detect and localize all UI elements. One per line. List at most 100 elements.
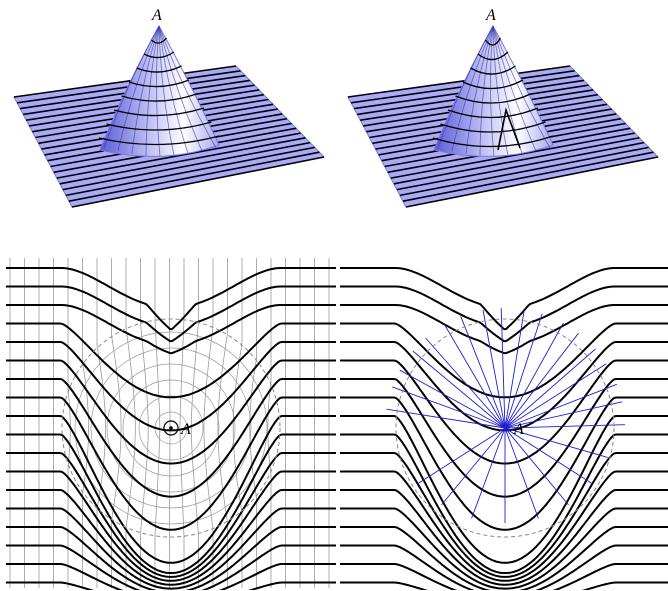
surface-contour [128, 79, 190, 88]
contour-line [340, 563, 668, 590]
blue-ray [425, 337, 506, 429]
blue-rays [386, 308, 626, 523]
surface-contour [402, 151, 654, 202]
grid-line [169, 258, 171, 588]
contour-line [6, 470, 336, 582]
contour-lines [6, 267, 336, 590]
contour-line [6, 526, 336, 590]
surface-ridge [117, 25, 160, 152]
contour-line [340, 267, 668, 331]
surface-contour [399, 146, 649, 197]
contour-line [6, 563, 336, 590]
blue-ray [500, 308, 506, 429]
surface-contour [98, 135, 220, 146]
surface-ridge [158, 25, 189, 154]
contour-line [6, 396, 336, 531]
contour-line [340, 359, 668, 465]
surface-ridge [437, 25, 494, 149]
dashed-boundary-circle [61, 318, 281, 538]
surface-panel-right: A [347, 7, 659, 208]
surface-ridge [145, 25, 160, 156]
blue-ray [471, 427, 506, 519]
contour-line [340, 285, 668, 343]
surface-contour [432, 135, 554, 148]
point-a-dot [169, 426, 173, 430]
blue-ray [504, 348, 596, 429]
contour-line [6, 285, 336, 343]
contour-line [6, 378, 336, 498]
surface-crease [497, 107, 521, 151]
contour-line [340, 544, 668, 590]
surface-contour [62, 141, 311, 191]
blue-ray [460, 316, 506, 429]
surface-contour [151, 37, 167, 44]
contour-line [340, 433, 668, 574]
surface-contour [71, 156, 325, 208]
blue-ray [392, 386, 506, 429]
surface-ridge [490, 25, 495, 157]
blue-ray [504, 332, 579, 429]
surface-contour [121, 93, 197, 102]
contour-line [6, 415, 336, 564]
grid-ring [106, 363, 236, 493]
surface-contour [462, 79, 524, 90]
dashed-boundary-circle [395, 318, 615, 538]
point-label-a: A [485, 7, 496, 24]
plan-panel-right [340, 267, 668, 590]
blue-ray [504, 427, 569, 506]
grid-ring [138, 395, 204, 461]
surface-contour [113, 107, 205, 117]
contour-line [6, 581, 336, 590]
surface-ridge [158, 25, 203, 152]
surface-contour [13, 65, 237, 98]
contour-line [340, 452, 668, 578]
point-label-a: A [513, 421, 524, 438]
blue-ray [399, 369, 506, 429]
blue-ray [504, 427, 539, 519]
surface-right [347, 24, 659, 208]
contour-line [340, 378, 668, 498]
contour-line [340, 526, 668, 590]
grid-ring [90, 347, 252, 509]
point-label-a: A [151, 7, 162, 24]
grid-line [140, 258, 149, 588]
surface-contour [447, 107, 539, 119]
surface-contour [59, 137, 306, 185]
contour-line [340, 304, 668, 355]
surface-cone [99, 24, 220, 157]
point-a-ring [163, 420, 179, 436]
surface-contour [347, 65, 571, 98]
blue-ray [441, 427, 506, 506]
contour-line [6, 544, 336, 590]
contour-line [6, 322, 336, 399]
surface-ridge [492, 25, 551, 149]
surface-ridge [451, 25, 494, 152]
blue-ray [504, 313, 543, 429]
surface-contour [68, 151, 320, 202]
surface-contour [393, 137, 640, 185]
surface-ridge [131, 25, 160, 154]
blue-ray [504, 309, 525, 429]
surface-contour [470, 65, 516, 75]
surface-contour [477, 51, 509, 61]
contour-line [6, 304, 336, 355]
surface-contour [143, 51, 175, 59]
plan-panel-left [6, 258, 336, 590]
surface-ridge [103, 25, 160, 149]
surface-contour [56, 132, 301, 179]
surface-contour [455, 93, 531, 104]
surface-ridge [156, 25, 161, 157]
grid-line [111, 258, 122, 588]
point-label-a: A [180, 421, 191, 438]
blue-ray [504, 401, 623, 429]
surface-contour [136, 65, 182, 73]
grid-ring [122, 379, 220, 477]
contour-line [6, 341, 336, 432]
surface-ridge [492, 25, 509, 156]
grid-line [82, 258, 90, 588]
blue-ray [386, 408, 506, 429]
blue-ray [444, 324, 506, 429]
blue-ray [504, 322, 564, 429]
blue-ray [504, 424, 626, 429]
